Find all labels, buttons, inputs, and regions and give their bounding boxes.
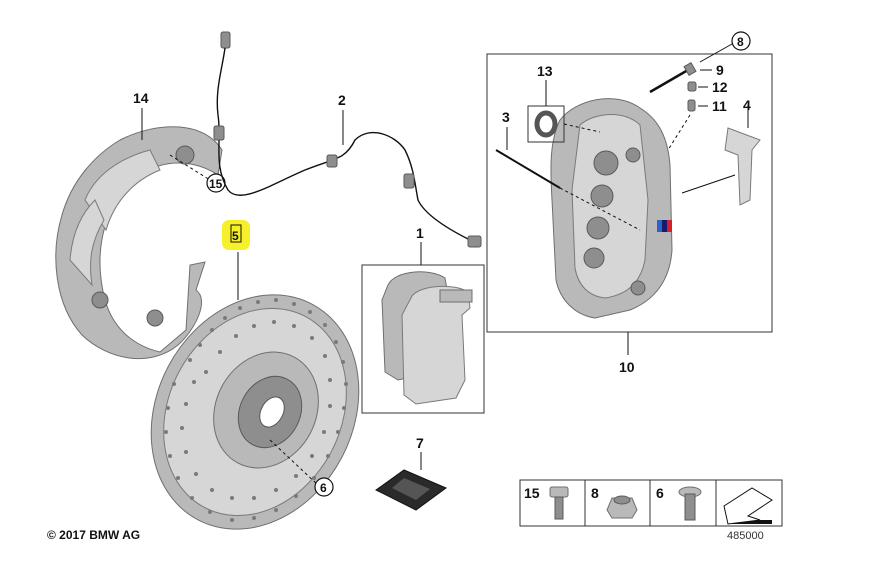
hardware-label-8: 8 (591, 485, 599, 501)
callout-8: 8 (737, 35, 744, 49)
callout-11: 11 (712, 98, 727, 114)
callout-7: 7 (416, 435, 424, 451)
protection-plate: 14 15 (55, 90, 226, 359)
copyright: © 2017 BMW AG (47, 528, 141, 542)
callout-3: 3 (502, 109, 510, 125)
callout-5-highlight: 5 (222, 220, 250, 300)
hardware-label-15: 15 (524, 485, 540, 501)
callout-5: 5 (232, 229, 239, 243)
wear-sensor: 2 (213, 31, 482, 248)
callout-9: 9 (716, 62, 724, 78)
hardware-strip: 15 8 6 (519, 479, 783, 527)
callout-1: 1 (416, 225, 424, 241)
callout-6: 6 (320, 481, 327, 495)
brake-disc: 6 (150, 294, 360, 530)
callout-4: 4 (743, 97, 751, 113)
callout-2: 2 (338, 92, 346, 108)
callout-12: 12 (712, 79, 728, 95)
callout-10: 10 (619, 359, 635, 375)
callout-14: 14 (133, 90, 149, 106)
caliper-assembly: 10 3 13 8 9 12 (486, 31, 773, 375)
callout-13: 13 (537, 63, 553, 79)
hardware-label-6: 6 (656, 485, 664, 501)
grease-packet: 7 (375, 435, 448, 511)
diagram-number: 485000 (727, 530, 764, 542)
callout-15: 15 (209, 177, 223, 191)
brake-pads: 1 (361, 225, 485, 414)
